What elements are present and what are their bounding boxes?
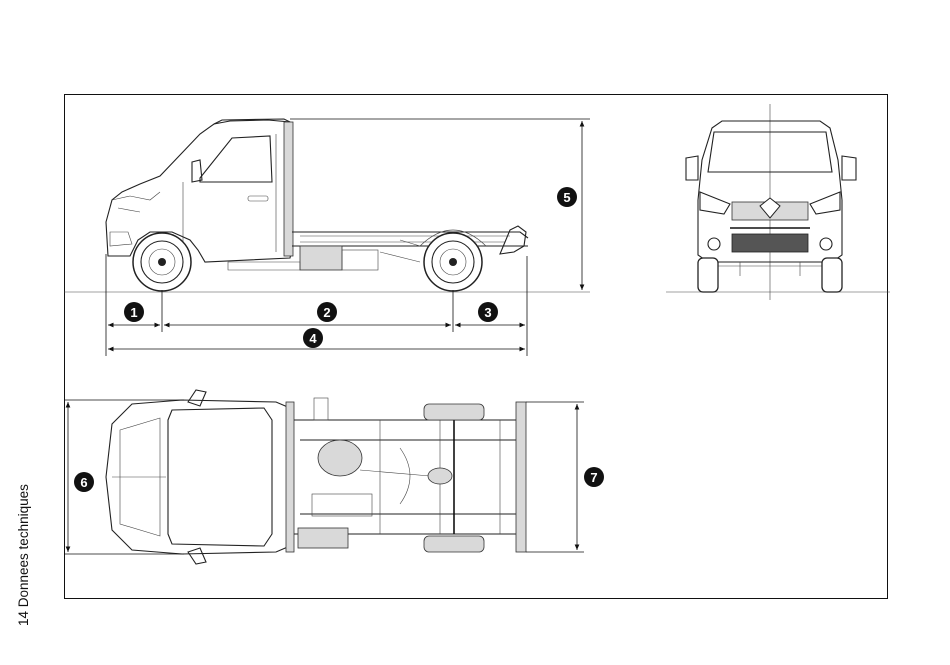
top-differential (428, 468, 452, 484)
top-rear-tyre-left (424, 404, 484, 420)
top-filler-neck (314, 398, 328, 420)
bumper-foglight (110, 232, 132, 246)
callout-5: 5 (557, 187, 577, 207)
headlight-left (700, 192, 730, 214)
rear-wheel (424, 233, 482, 291)
top-view (64, 390, 584, 564)
callout-6-label: 6 (80, 475, 87, 490)
callout-2: 2 (317, 302, 337, 322)
callout-4-label: 4 (309, 331, 317, 346)
fuel-tank (300, 246, 342, 270)
foglight-left (708, 238, 720, 250)
foglight-right (820, 238, 832, 250)
callout-5-label: 5 (563, 190, 570, 205)
hood-lines (112, 192, 160, 212)
door-handle (248, 196, 268, 201)
cab-body (106, 120, 292, 262)
cab-rear-pillar (284, 122, 293, 256)
top-mirror-right (188, 548, 206, 564)
cab-window (200, 136, 272, 182)
top-mirror-left (188, 390, 206, 406)
battery-box (342, 250, 378, 270)
front-tyre-right (822, 258, 842, 292)
top-rear-tyre-right (424, 536, 484, 552)
top-gearbox (318, 440, 362, 476)
front-mirror-right (842, 156, 856, 180)
top-driveshaft (360, 470, 430, 476)
callout-2-label: 2 (323, 305, 330, 320)
front-view (666, 104, 890, 300)
callout-7-label: 7 (590, 470, 597, 485)
lower-grille (732, 234, 808, 252)
underbody-components (228, 262, 300, 270)
callout-3: 3 (478, 302, 498, 322)
callout-4: 4 (303, 328, 323, 348)
top-cab-back (286, 402, 294, 552)
callout-1-label: 1 (130, 305, 137, 320)
front-wheel (133, 233, 191, 291)
top-rear-bar (516, 402, 526, 552)
side-chassis-detail (300, 236, 510, 242)
top-cab-roof (168, 408, 272, 546)
callout-3-label: 3 (484, 305, 491, 320)
top-chassis-outer-rails (294, 420, 516, 534)
top-fuel-tank (312, 494, 372, 516)
top-exhaust (400, 448, 410, 504)
cab-door-lines (183, 134, 276, 252)
callout-7: 7 (584, 467, 604, 487)
top-battery (298, 528, 348, 548)
headlight-right (810, 192, 840, 214)
side-chassis-rail (292, 232, 528, 246)
front-mirror-left (686, 156, 698, 180)
front-tyre-left (698, 258, 718, 292)
rear-frame-end (500, 226, 526, 254)
callout-6: 6 (74, 472, 94, 492)
driveshaft (380, 240, 420, 262)
callout-1: 1 (124, 302, 144, 322)
